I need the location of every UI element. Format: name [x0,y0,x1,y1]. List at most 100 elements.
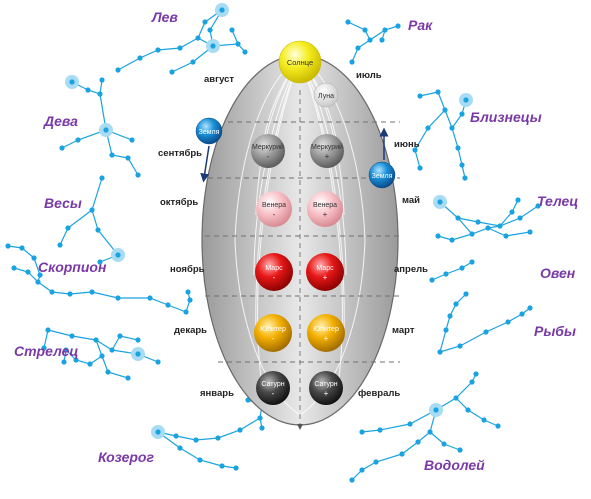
star [519,311,525,317]
star [135,337,141,343]
month-october: октябрь [160,197,198,208]
star [457,343,463,349]
month-december: декарь [174,325,207,336]
star [219,463,225,469]
planet-venus-right: Венера + [307,191,343,227]
star [415,439,421,445]
star [117,333,123,339]
mercury-right-sign: + [325,152,330,161]
star [41,345,47,351]
star [459,111,465,117]
star [485,225,491,231]
month-november: ноябрь [170,264,205,275]
star [349,59,355,65]
star [165,302,171,308]
star [505,319,511,325]
star [377,427,383,433]
star [89,207,95,213]
earth-right-label: Земля [372,173,393,180]
month-february: февраль [358,388,400,399]
star [115,252,121,258]
planet-mars-left: Марс - [255,253,293,291]
planet-saturn-left: Сатурн - [256,371,290,405]
star [135,172,141,178]
earth-left-arrow [200,145,210,183]
venus-left-sign: - [273,210,276,219]
constellation-gemini [414,91,467,179]
mercury-right-label: Меркурий [311,143,343,151]
planet-mars-right: Марс + [306,253,344,291]
venus-right-label: Венера [313,202,337,209]
constellation-pisces [439,293,531,353]
star [73,357,79,363]
star [237,427,243,433]
star [210,43,216,49]
star [465,407,471,413]
star [137,55,143,61]
star [187,297,193,303]
star [459,162,465,168]
label-aries: Овен [540,265,576,281]
star [462,175,468,181]
star [355,45,361,51]
star [183,309,189,315]
moon-label: Луна [318,93,334,100]
star [373,459,379,465]
star [63,347,69,353]
star [59,145,65,151]
star [85,87,91,93]
star [185,289,191,295]
star [437,349,443,355]
star [442,107,448,113]
month-march: март [392,325,415,336]
star [443,327,449,333]
star [169,69,175,75]
star [125,375,131,381]
star [259,425,265,431]
star [99,175,105,181]
star [97,259,103,265]
star [5,243,11,249]
star [497,223,503,229]
star [11,265,17,271]
mars-right-sign: + [323,273,328,282]
star [425,125,431,131]
venus-left-label: Венера [262,202,286,209]
oval-bottom-tick [297,424,303,430]
star [45,327,51,333]
star [89,289,95,295]
star [535,203,541,209]
saturn-right-sign: + [324,389,329,398]
star [469,231,475,237]
star [219,7,225,13]
star [235,41,241,47]
star [190,59,196,65]
star [155,47,161,53]
label-sagittarius: Стрелец [14,343,78,359]
star [173,433,179,439]
star [345,19,351,25]
star [527,229,533,235]
moon: Луна [313,82,339,108]
planet-jupiter-left: Юпитер - [254,314,292,352]
label-scorpio: Скорпион [38,259,107,275]
star [115,67,121,73]
label-capricorn: Козерог [98,449,154,465]
star [67,291,73,297]
star [362,27,368,33]
star [202,19,208,25]
mars-left-sign: - [273,273,276,282]
star [469,259,475,265]
star [257,415,263,421]
star [125,155,131,161]
jupiter-right-sign: + [324,334,329,343]
month-september: сентябрь [158,148,202,159]
star [459,265,465,271]
earth-left: Земля [195,117,223,183]
star [517,215,523,221]
star [429,277,435,283]
star [37,272,43,278]
star [443,271,449,277]
orbit-oval [201,54,400,430]
